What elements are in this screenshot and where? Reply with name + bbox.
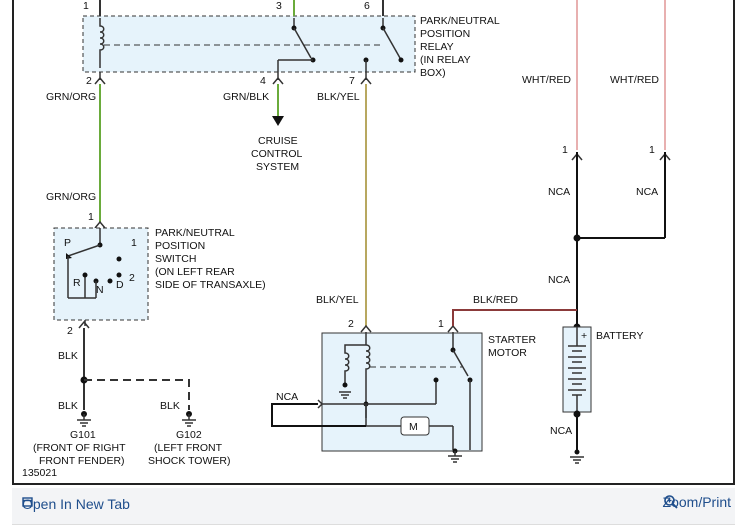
- g102-label-line1: G102: [176, 429, 202, 441]
- starter-coil: [365, 344, 371, 404]
- g101-label-line2: (FRONT OF RIGHT: [33, 442, 126, 454]
- wire-label-blk-3: BLK: [160, 400, 180, 412]
- switch-label-line1: PARK/NEUTRAL: [155, 227, 235, 239]
- relay-pin1-label: 1: [83, 0, 89, 12]
- wire-blk-dashed: [84, 379, 190, 410]
- switch-pos-r: R: [73, 277, 81, 289]
- relay-coil: [99, 18, 105, 68]
- wire-label-blk-1: BLK: [58, 350, 78, 362]
- nca-label-4: NCA: [276, 391, 298, 403]
- relay-label-line5: BOX): [420, 67, 446, 79]
- relay-pin2-label: 2: [86, 75, 92, 87]
- ground-g101-icon: [77, 411, 91, 427]
- wire-label-blk-red: BLK/RED: [473, 294, 518, 306]
- battery-cells: [568, 345, 586, 396]
- relay-pin4-label: 4: [260, 75, 266, 87]
- pn-switch-box: [53, 227, 149, 321]
- switch-pin1-label: 1: [88, 211, 94, 223]
- g102-label-line3: SHOCK TOWER): [148, 455, 230, 467]
- starter-label-line1: STARTER: [488, 334, 536, 346]
- conn-1-label-b: 1: [649, 144, 655, 156]
- nca-label-2: NCA: [636, 186, 658, 198]
- ground-g102-icon: [182, 411, 196, 427]
- zoom-print-link[interactable]: Zoom/Print: [663, 494, 731, 510]
- starter-pin2-label: 2: [348, 318, 354, 330]
- starter-solenoid-switch: [452, 349, 469, 377]
- switch-label-line5: SIDE OF TRANSAXLE): [155, 279, 266, 291]
- relay-label-line4: (IN RELAY: [420, 54, 471, 66]
- wire-label-blk-yel-mid: BLK/YEL: [316, 294, 359, 306]
- cruise-label-line1: CRUISE: [258, 135, 298, 147]
- new-tab-icon: [22, 497, 33, 507]
- relay-pin7-label: 7: [349, 75, 355, 87]
- viewer-footer: Open In New Tab Zoom/Print: [12, 488, 735, 525]
- switch-pos-1: 1: [131, 237, 137, 249]
- relay-switch-1: [293, 27, 312, 59]
- open-in-new-tab-label: Open In New Tab: [22, 496, 130, 512]
- wire-label-wht-red-2: WHT/RED: [610, 74, 659, 86]
- wire-blk-red: [452, 309, 577, 326]
- wire-label-grn-org-mid: GRN/ORG: [46, 191, 96, 203]
- g101-label-line3: FRONT FENDER): [39, 455, 125, 467]
- open-in-new-tab-link[interactable]: Open In New Tab: [22, 496, 130, 512]
- cruise-label-line3: SYSTEM: [256, 161, 299, 173]
- starter-ground-icon: [339, 382, 351, 399]
- relay-label-line2: POSITION: [420, 28, 470, 40]
- g102-label-line2: (LEFT FRONT: [154, 442, 223, 454]
- switch-pos-2: 2: [129, 272, 135, 284]
- pn-switch-arm: [67, 244, 101, 257]
- nca-label-3: NCA: [548, 274, 570, 286]
- starter-hold-coil: [344, 344, 366, 383]
- nca-label-1: NCA: [548, 186, 570, 198]
- relay-label-line1: PARK/NEUTRAL: [420, 15, 500, 27]
- starter-label-line2: MOTOR: [488, 347, 527, 359]
- nca-label-5: NCA: [550, 425, 572, 437]
- splice-dot: [573, 234, 581, 242]
- relay-switch-2: [382, 27, 401, 59]
- wire-label-blk-2: BLK: [58, 400, 78, 412]
- switch-pos-p: P: [64, 237, 71, 249]
- wire-label-grn-blk: GRN/BLK: [223, 91, 269, 103]
- switch-pin2-label: 2: [67, 325, 73, 337]
- conn-1-label-a: 1: [562, 144, 568, 156]
- starter-pin1-label: 1: [438, 318, 444, 330]
- wire-label-grn-org-top: GRN/ORG: [46, 91, 96, 103]
- relay-pin6-label: 6: [364, 0, 370, 12]
- wire-label-blk-yel-top: BLK/YEL: [317, 91, 360, 103]
- g101-label-line1: G101: [70, 429, 96, 441]
- diagram-id: 135021: [22, 467, 57, 479]
- switch-label-line3: SWITCH: [155, 253, 196, 265]
- battery-ground-icon: [570, 449, 584, 464]
- battery-plus: +: [581, 330, 587, 342]
- zoom-print-label: Zoom/Print: [662, 494, 731, 510]
- switch-label-line2: POSITION: [155, 240, 205, 252]
- switch-pos-n: N: [96, 284, 104, 296]
- switch-label-line4: (ON LEFT REAR: [155, 266, 235, 278]
- wire-nca-starter: [271, 403, 366, 427]
- starter-case-ground-icon: [448, 448, 462, 463]
- battery-label: BATTERY: [596, 330, 643, 342]
- relay-box: [82, 15, 416, 73]
- cruise-label-line2: CONTROL: [251, 148, 302, 160]
- motor-letter: M: [409, 421, 418, 433]
- relay-label-line3: RELAY: [420, 41, 454, 53]
- zoom-icon: [663, 495, 678, 509]
- cruise-arrow: [272, 116, 284, 126]
- switch-pos-d: D: [116, 279, 124, 291]
- relay-pin3-label: 3: [276, 0, 282, 12]
- wire-label-wht-red-1: WHT/RED: [522, 74, 571, 86]
